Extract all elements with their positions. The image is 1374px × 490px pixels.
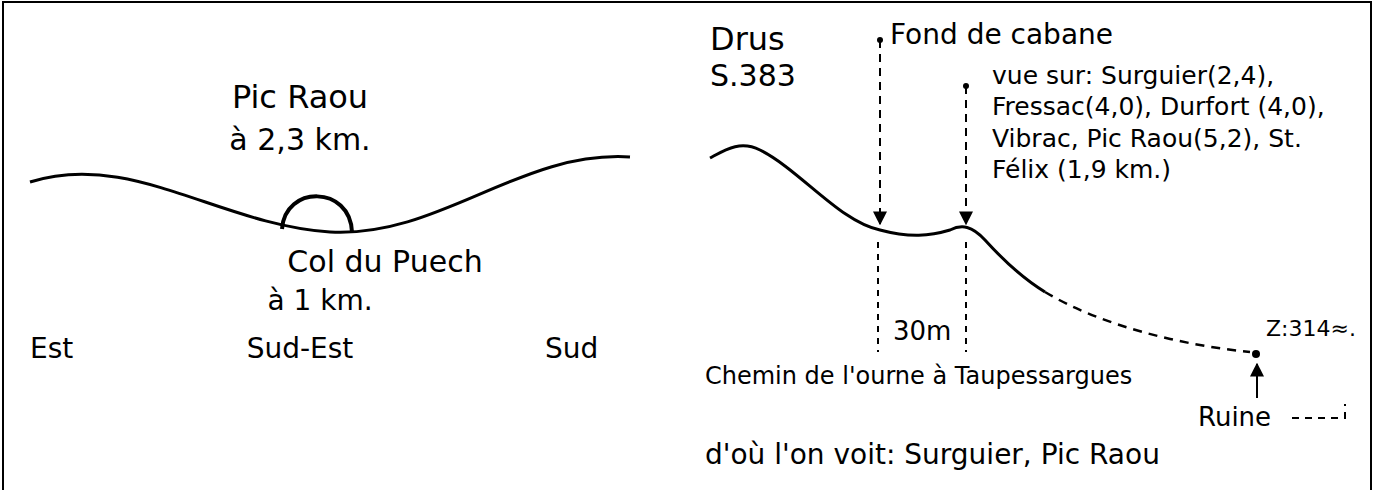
pointer-arrow [879, 40, 881, 224]
sketch-label: S.383 [710, 58, 796, 94]
sketch-label: d'où l'on voit: Surguier, Pic Raou [705, 438, 1160, 472]
arrow-tail-dot [877, 37, 883, 43]
dimension-line [877, 242, 879, 352]
pointer-arrow [965, 86, 967, 224]
sketch-label: Sud [545, 332, 598, 366]
sketch-label: Drus [710, 20, 785, 58]
ruin-dot [1252, 350, 1260, 358]
dimension-line [965, 242, 967, 352]
sketch-label: Fond de cabane [890, 18, 1113, 52]
frame [3, 2, 1371, 490]
pointer-arrow [1256, 364, 1258, 398]
sketch-label: Sud-Est [247, 332, 354, 366]
sketch-label: à 1 km. [267, 284, 372, 318]
sketch-label: Est [30, 332, 73, 366]
path-line [1045, 292, 1250, 352]
leader-line [1292, 404, 1345, 418]
sketch-label: Ruine [1198, 402, 1271, 433]
sketch-label: Pic Raou [232, 78, 368, 116]
peak-outline [282, 196, 352, 232]
sketch-label: Z:314≈. [1266, 316, 1356, 342]
sketch-label: Chemin de l'ourne à Taupessargues [705, 362, 1132, 391]
arrow-tail-dot [963, 83, 969, 89]
sketch-label: Col du Puech [287, 244, 482, 280]
sketch-label: à 2,3 km. [229, 122, 370, 158]
horizon-line [30, 157, 630, 233]
sketch-label: vue sur: Surguier(2,4), Fressac(4,0), Du… [992, 60, 1360, 185]
sketch-label: 30m [893, 316, 951, 347]
